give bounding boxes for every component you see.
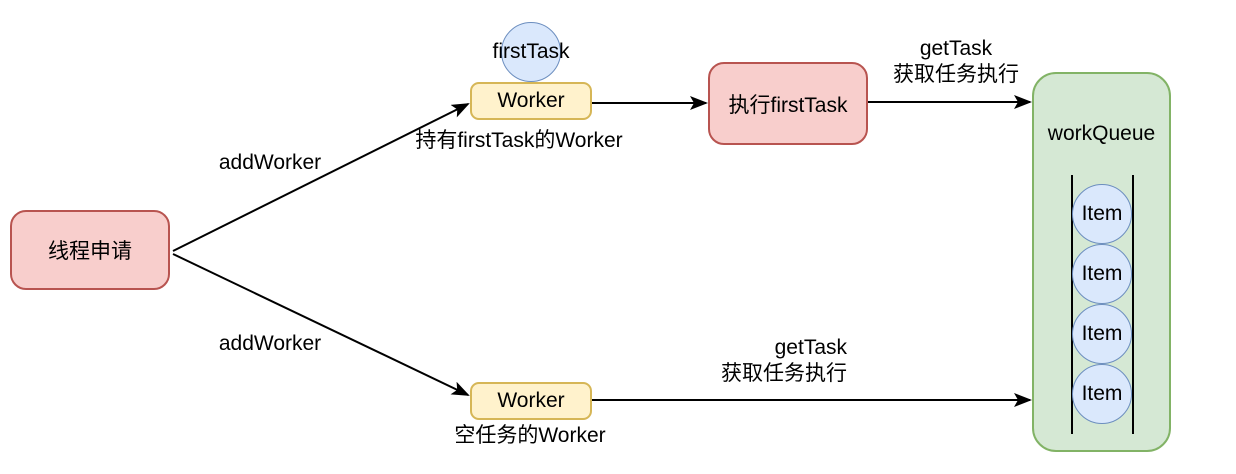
queue-item-label: Item	[1081, 382, 1123, 405]
queue-item-circle: Item	[1072, 364, 1132, 424]
edge-label-get-task-top: getTask 获取任务执行	[893, 36, 1019, 88]
work-queue-title: workQueue	[1047, 122, 1156, 145]
caption-worker-bottom: 空任务的Worker	[454, 424, 606, 447]
worker-bottom-label: Worker	[497, 389, 565, 412]
queue-item-label: Item	[1081, 202, 1123, 225]
queue-item-circle: Item	[1072, 304, 1132, 364]
first-task-circle: firstTask	[493, 22, 570, 82]
work-queue-node: workQueue Item Item Item Item	[1032, 72, 1171, 452]
queue-item-circle: Item	[1072, 244, 1132, 304]
caption-worker-top: 持有firstTask的Worker	[415, 129, 623, 152]
exec-first-task-node: 执行firstTask	[708, 62, 868, 145]
get-task-top-line2: 获取任务执行	[893, 63, 1019, 86]
queue-wall-left	[1071, 175, 1073, 434]
first-task-label: firstTask	[492, 40, 570, 63]
edge-label-add-worker-top: addWorker	[218, 151, 322, 174]
thread-request-label: 线程申请	[48, 240, 132, 263]
thread-request-node: 线程申请	[10, 210, 170, 290]
queue-item-label: Item	[1081, 322, 1123, 345]
worker-top-label: Worker	[497, 89, 565, 112]
get-task-bottom-line1: getTask	[774, 336, 847, 359]
edge-label-add-worker-bottom: addWorker	[218, 332, 322, 355]
queue-wall-right	[1132, 175, 1134, 434]
arrow-add-worker-top	[172, 103, 470, 252]
worker-top-node: Worker	[470, 82, 592, 120]
get-task-top-line1: getTask	[919, 37, 993, 60]
edge-label-get-task-bottom: getTask 获取任务执行	[721, 335, 847, 387]
queue-item-circle: Item	[1072, 184, 1132, 244]
worker-bottom-node: Worker	[470, 382, 592, 420]
get-task-bottom-line2: 获取任务执行	[721, 362, 847, 385]
queue-item-label: Item	[1081, 262, 1123, 285]
arrow-add-worker-bottom	[172, 253, 470, 396]
exec-first-task-label: 执行firstTask	[728, 93, 848, 117]
